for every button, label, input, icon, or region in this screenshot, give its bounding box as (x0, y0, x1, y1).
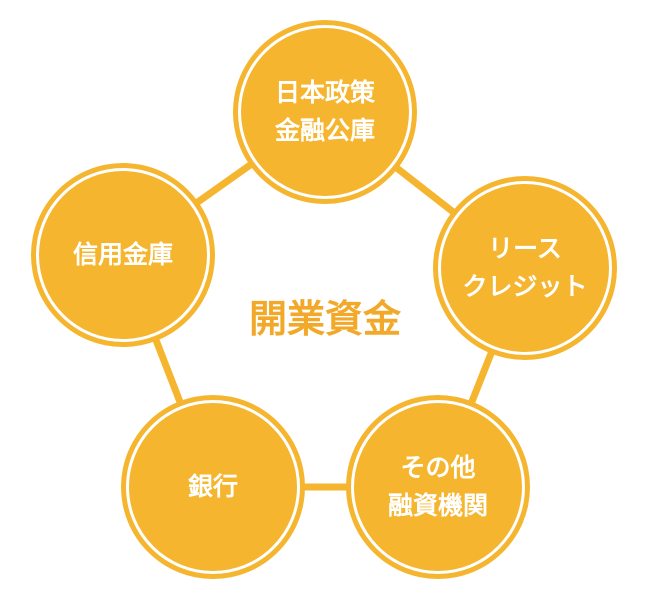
node-label: 信用金庫 (72, 240, 173, 269)
center-label: 開業資金 (248, 297, 401, 341)
node-bank: 銀行 (121, 395, 305, 579)
node-japan-finance-corp: 日本政策 金融公庫 (233, 20, 417, 204)
node-label: 日本政策 金融公庫 (274, 78, 375, 145)
node-label: 銀行 (187, 472, 238, 501)
node-lease-credit: リース クレジット (433, 176, 617, 360)
node-label: その他 融資機関 (387, 453, 488, 520)
node-other-lenders: その他 融資機関 (346, 395, 530, 579)
node-shinkin-bank: 信用金庫 (31, 163, 215, 347)
node-label: リース クレジット (462, 234, 588, 301)
